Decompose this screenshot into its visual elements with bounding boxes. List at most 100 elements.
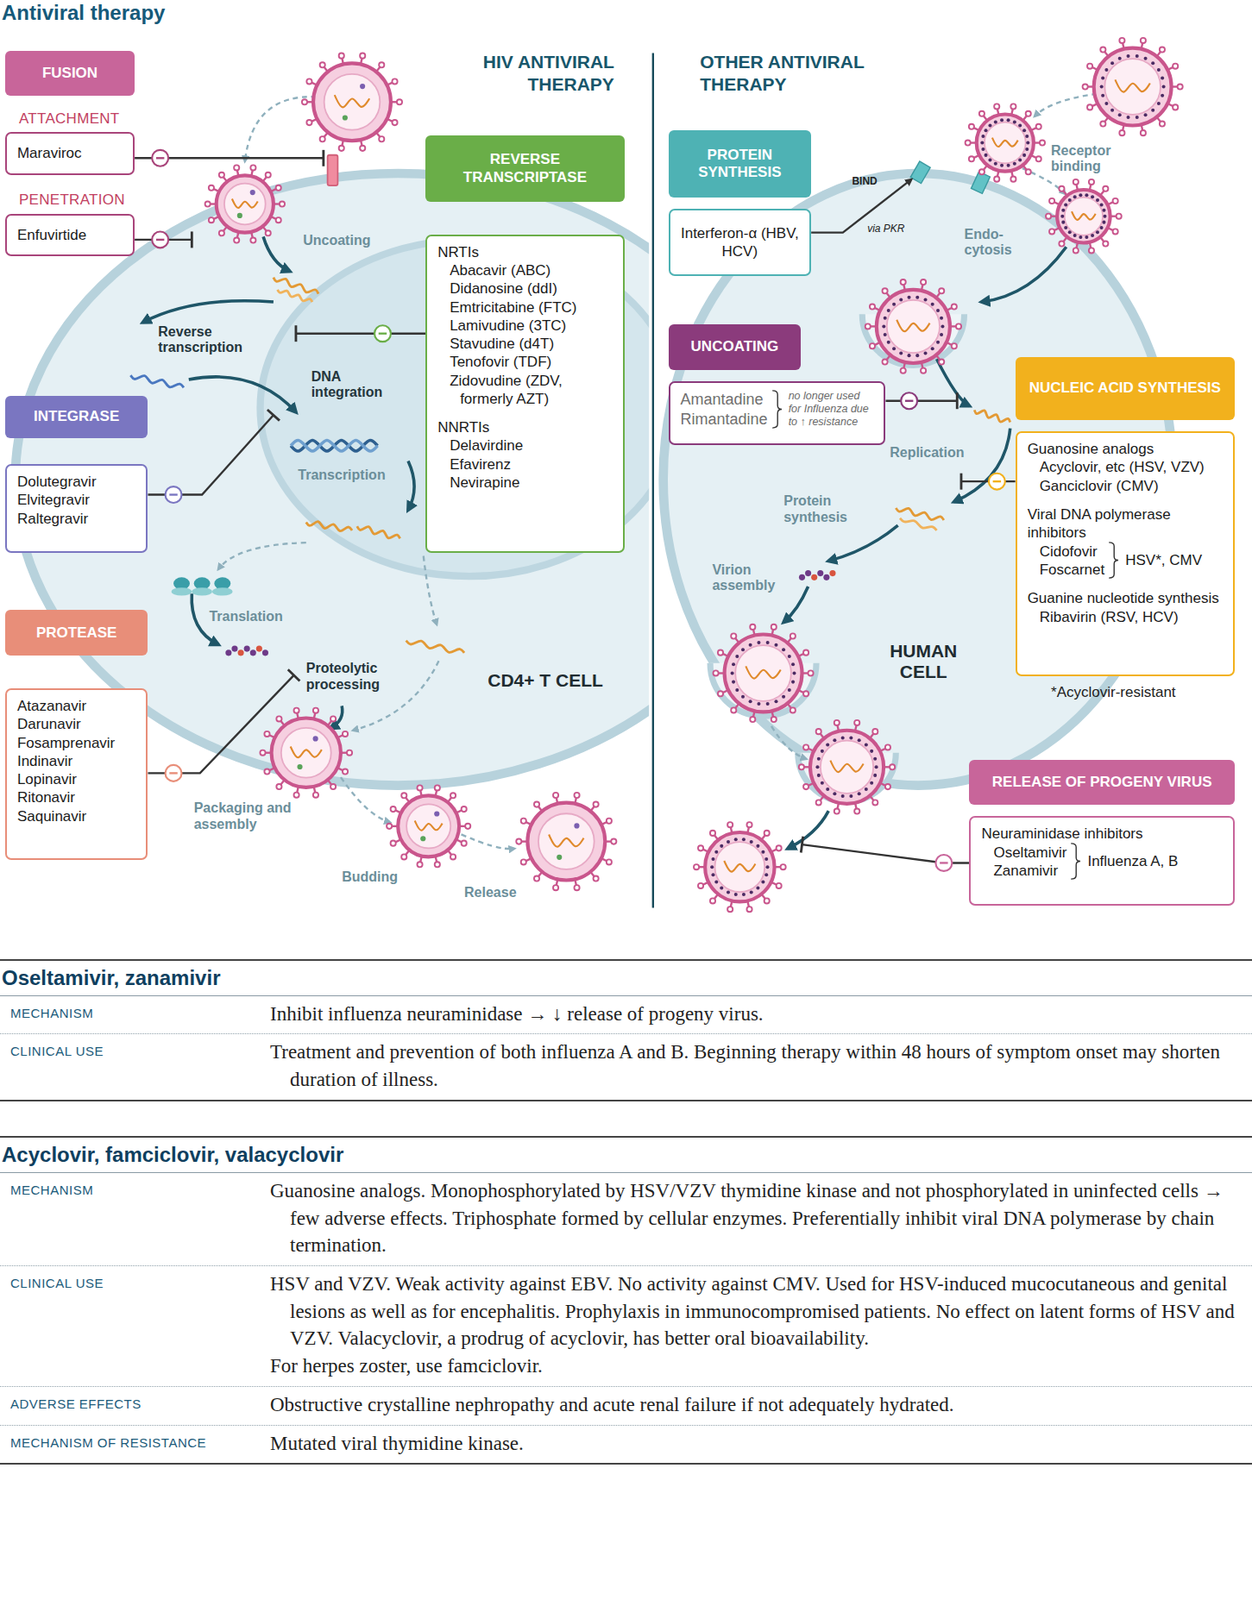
row-key: MECHANISM bbox=[0, 1173, 271, 1266]
capsid-dot bbox=[731, 662, 736, 667]
table-title: Oseltamivir, zanamivir bbox=[0, 961, 1252, 997]
spike-tip bbox=[920, 368, 926, 374]
drug-name: Lamivudine (3TC) bbox=[437, 316, 613, 335]
spike-tip bbox=[749, 624, 755, 630]
spike-tip bbox=[219, 230, 225, 236]
spike-tip bbox=[330, 784, 336, 790]
spike-tip bbox=[710, 898, 716, 904]
capsid-dot bbox=[936, 308, 940, 313]
capsid bbox=[810, 730, 884, 805]
spike-tip bbox=[434, 861, 441, 868]
capsid-dot bbox=[841, 794, 845, 799]
inhibition-symbol bbox=[165, 486, 183, 504]
spike-tip bbox=[1159, 120, 1165, 126]
spike-tip bbox=[378, 136, 384, 142]
table-row: MECHANISM OF RESISTANCEMutated viral thy… bbox=[0, 1426, 1252, 1466]
virus bbox=[386, 785, 471, 868]
inhibition-line bbox=[295, 333, 426, 335]
capsid-dot bbox=[817, 757, 821, 762]
step-label: Proteolytic processing bbox=[306, 660, 419, 693]
capsid-dot bbox=[1126, 115, 1131, 120]
pathway-arrow-dashed bbox=[245, 96, 317, 162]
enzyme-dot bbox=[342, 114, 348, 120]
spike-tip bbox=[313, 708, 319, 714]
virus bbox=[205, 164, 285, 243]
nucleic-acid-strand bbox=[290, 440, 378, 452]
spike-tip bbox=[1073, 179, 1079, 185]
viral-genome bbox=[290, 746, 322, 758]
step-label: Endo- cytosis bbox=[964, 226, 1025, 259]
capsid-dot bbox=[1068, 230, 1072, 234]
table-row: MECHANISMInhibit influenza neuraminidase… bbox=[0, 996, 1252, 1036]
spike-tip bbox=[265, 230, 271, 236]
spike-tip bbox=[339, 145, 345, 151]
spike-tip bbox=[869, 304, 875, 310]
capsid-core bbox=[324, 74, 381, 131]
spike-tip bbox=[264, 768, 270, 774]
row-key: MECHANISM bbox=[0, 996, 271, 1035]
spike-tip bbox=[339, 53, 345, 59]
spike-tip bbox=[233, 238, 240, 244]
capsid-dot bbox=[1110, 108, 1114, 113]
capsid-dot bbox=[742, 893, 746, 897]
brace-path bbox=[1071, 843, 1082, 880]
target-heading: PROTEASE bbox=[36, 624, 118, 642]
capsid-dot bbox=[984, 153, 988, 158]
target-heading: NUCLEIC ACID SYNTHESIS bbox=[1029, 379, 1221, 397]
target-heading: RELEASE OF PROGENY VIRUS bbox=[992, 773, 1213, 792]
drug-name: Emtricitabine (FTC) bbox=[437, 298, 613, 317]
spike-tip bbox=[1036, 124, 1042, 130]
spike-tip bbox=[727, 822, 733, 828]
spike-tip bbox=[717, 650, 724, 656]
spike-tip bbox=[434, 785, 441, 791]
table-cell: Mutated viral thymidine kinase. bbox=[270, 1426, 1252, 1465]
nucleic-acid-strand bbox=[357, 526, 401, 539]
spike-tip bbox=[416, 861, 422, 868]
capsid bbox=[724, 635, 803, 713]
inhibition-bar bbox=[295, 325, 298, 342]
spike-tip bbox=[401, 854, 407, 860]
figure-title: Antiviral therapy bbox=[1, 0, 165, 26]
pathway-arrow bbox=[954, 428, 1011, 503]
enzyme-dot bbox=[313, 736, 319, 742]
drug-name: Guanine nucleotide synthesis bbox=[1027, 589, 1223, 608]
capsid-dot bbox=[820, 781, 825, 786]
spike-tip bbox=[1082, 83, 1089, 89]
capsid-dot bbox=[1157, 101, 1161, 106]
spike-tip bbox=[994, 176, 1000, 183]
capsid-core bbox=[281, 728, 332, 779]
capsid bbox=[976, 113, 1034, 171]
spike-tip bbox=[208, 217, 214, 223]
inhibition-line bbox=[147, 415, 273, 495]
minus-sign bbox=[156, 157, 164, 159]
capsid-dot bbox=[864, 787, 869, 792]
drug-name: Acyclovir, etc (HSV, VZV) bbox=[1027, 458, 1223, 477]
drug-box: Guanosine analogsAcyclovir, etc (HSV, VZ… bbox=[1015, 431, 1235, 677]
pathway-arrow bbox=[828, 525, 898, 561]
spike-tip bbox=[359, 145, 365, 151]
spike-tip bbox=[951, 343, 957, 349]
pathway-arrow bbox=[937, 358, 970, 406]
capsid-dot bbox=[730, 671, 735, 675]
spike-tip bbox=[1113, 228, 1119, 234]
capsid-dot bbox=[820, 749, 825, 754]
spike-tip bbox=[1049, 198, 1055, 204]
drug-name: Zanamivir bbox=[981, 861, 1067, 881]
capsid-dot bbox=[915, 295, 919, 300]
capsid-dot bbox=[1162, 85, 1166, 89]
inhibition-line bbox=[134, 157, 324, 159]
viral-genome bbox=[830, 761, 863, 773]
capsid-dot bbox=[1101, 75, 1105, 80]
table-row: ADVERSE EFFECTSObstructive crystalline n… bbox=[0, 1387, 1252, 1427]
spike-tip bbox=[219, 172, 225, 178]
spike-tip bbox=[534, 802, 540, 808]
capsid-dot bbox=[924, 297, 928, 302]
capsid-dot bbox=[832, 792, 837, 796]
capsid-dot bbox=[873, 757, 877, 762]
capsid-dot bbox=[1101, 208, 1106, 213]
spike-tip bbox=[1045, 213, 1051, 220]
spike-tip bbox=[790, 707, 796, 713]
row-value: Obstructive crystalline nephropathy and … bbox=[270, 1391, 1240, 1420]
spike-tip bbox=[573, 792, 579, 799]
